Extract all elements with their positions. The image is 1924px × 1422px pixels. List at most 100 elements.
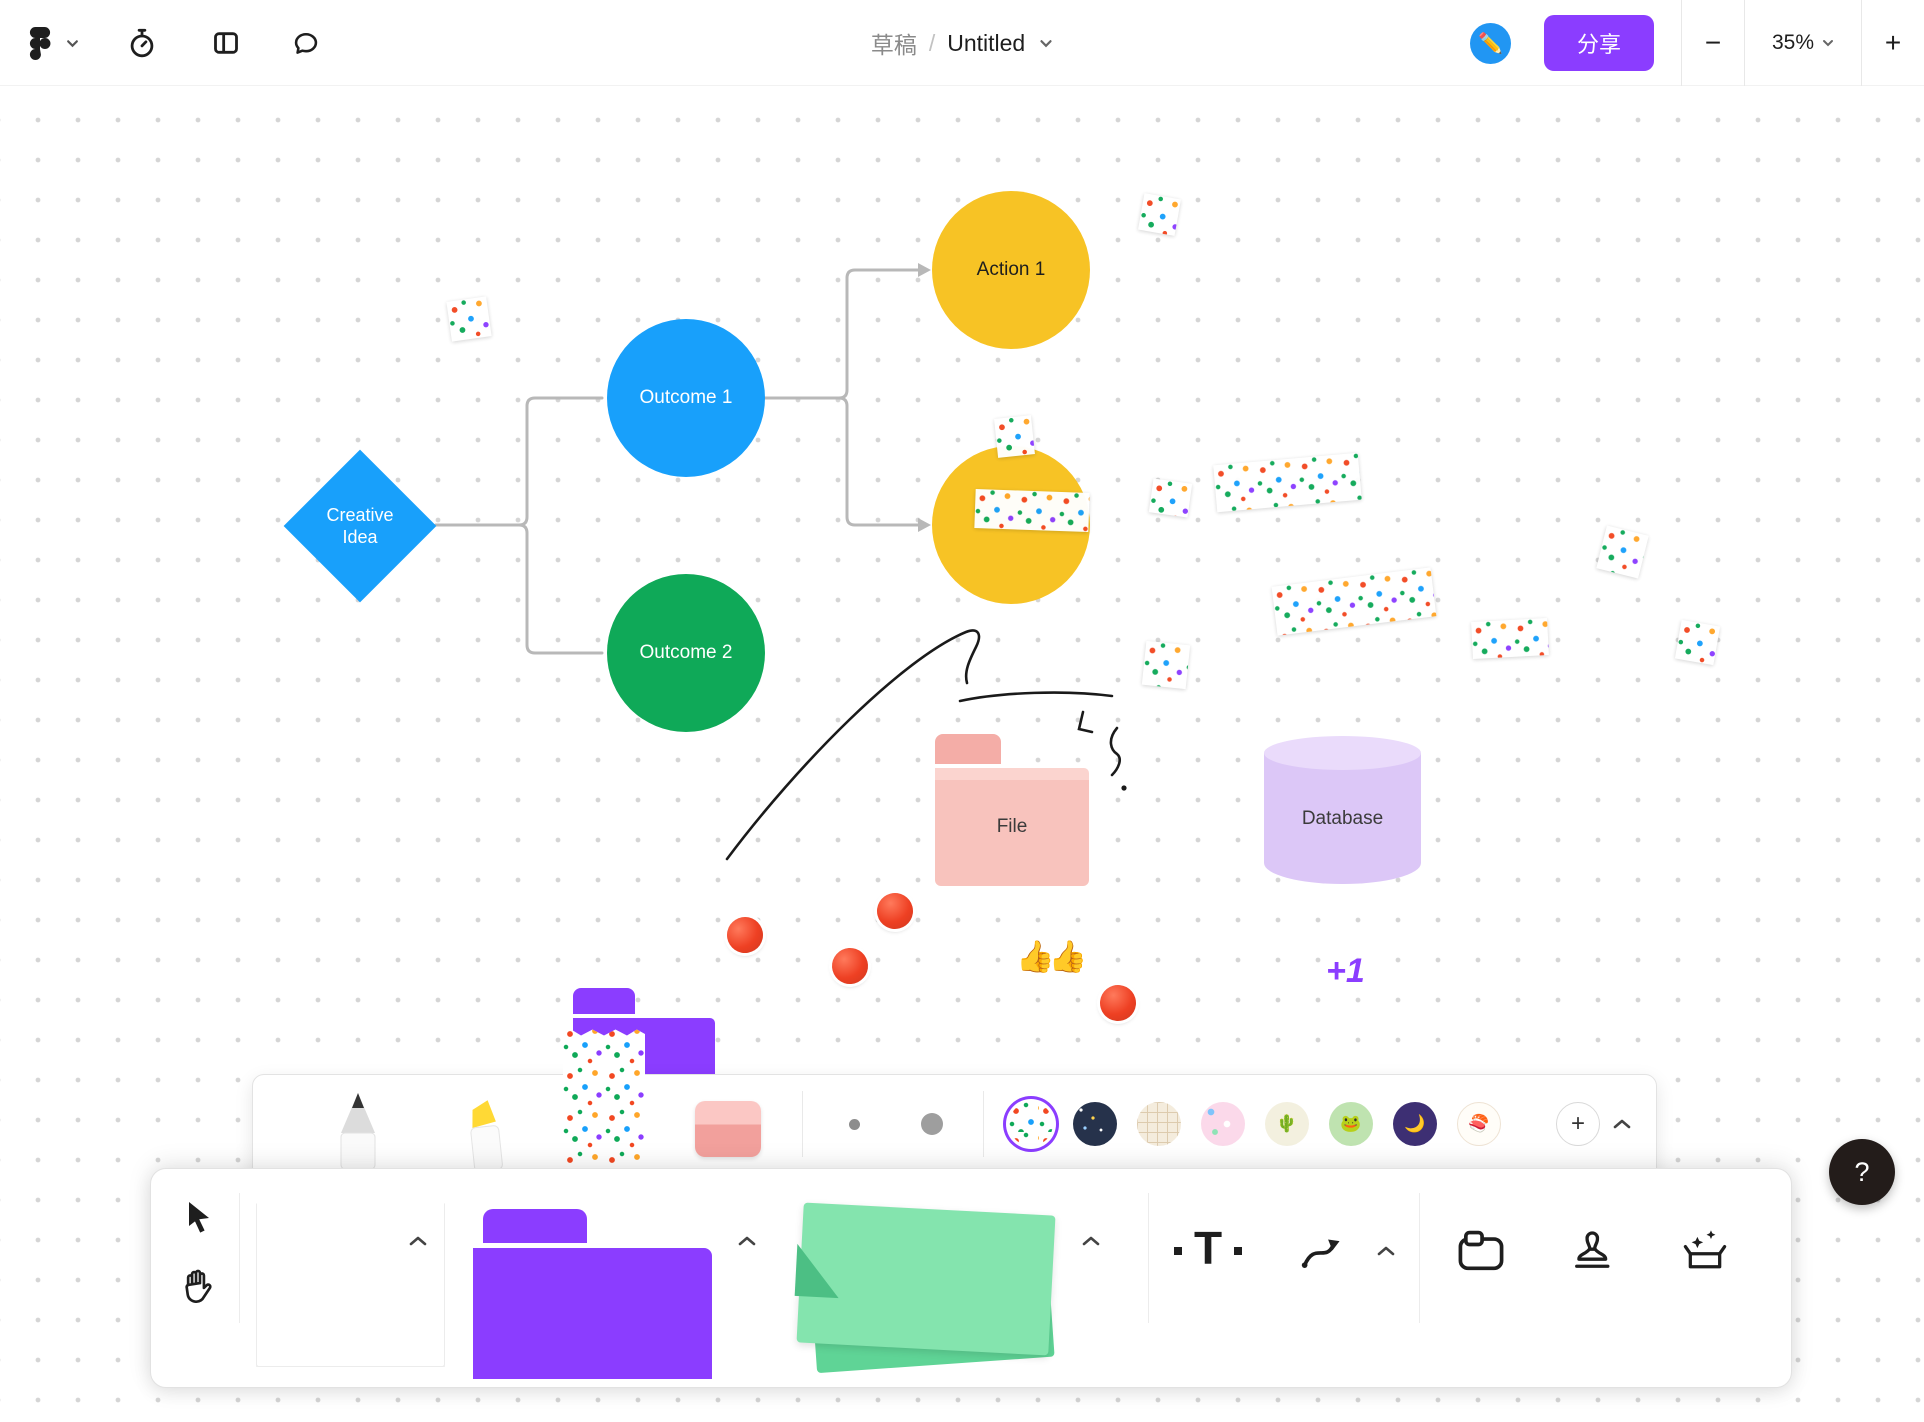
main-toolbar: T <box>150 1168 1792 1388</box>
shape-circle-outcome2[interactable]: Outcome 2 <box>607 574 765 732</box>
section-icon <box>1458 1230 1504 1271</box>
text-tool-glyph: T <box>1193 1222 1223 1274</box>
arrowhead <box>918 263 931 277</box>
pattern-swatch-frog[interactable]: 🐸 <box>1329 1102 1373 1146</box>
text-tool[interactable]: T <box>1174 1219 1242 1283</box>
magic-box-tool[interactable] <box>1673 1219 1737 1283</box>
washi-tape[interactable] <box>446 296 492 342</box>
top-toolbar: 草稿 / Untitled ✏️ 分享 − 35% + <box>0 0 1924 86</box>
text-handle-left <box>1174 1247 1182 1255</box>
arrowhead <box>918 518 931 532</box>
highlighter-tool[interactable] <box>451 1093 513 1178</box>
cylinder-side <box>1264 753 1421 884</box>
washi-tape[interactable] <box>1148 478 1193 518</box>
chevron-down-icon[interactable] <box>60 0 84 86</box>
connector-diamond-outcome1 <box>434 396 604 527</box>
stroke-size-small[interactable] <box>849 1119 860 1130</box>
frog-icon: 🐸 <box>1340 1114 1362 1133</box>
shape-diamond-creative-idea[interactable]: Creative Idea <box>283 449 437 603</box>
washi-tape-tool-selected[interactable] <box>563 1029 645 1175</box>
pattern-swatch-night-sky[interactable] <box>1073 1102 1117 1146</box>
stamp-tool[interactable] <box>1560 1219 1624 1283</box>
shape-database-cylinder[interactable]: Database <box>1264 736 1421 884</box>
pattern-swatch-confetti[interactable] <box>1009 1102 1053 1146</box>
hand-tool[interactable] <box>175 1265 221 1311</box>
toolbar-divider <box>239 1193 240 1323</box>
plus-one-sticker[interactable]: +1 <box>1326 952 1365 990</box>
stroke-size-large[interactable] <box>921 1113 943 1135</box>
zoom-controls: − 35% + <box>1681 0 1924 86</box>
breadcrumb: 草稿 / Untitled <box>0 0 1924 86</box>
shape-circle-outcome1[interactable]: Outcome 1 <box>607 319 765 477</box>
moon-icon: 🌙 <box>1404 1114 1426 1133</box>
pattern-swatch-grid-paper[interactable] <box>1137 1102 1181 1146</box>
chevron-down-icon[interactable] <box>1039 39 1053 48</box>
pattern-swatch-sushi[interactable]: 🍣 <box>1457 1102 1501 1146</box>
figma-logo-icon[interactable] <box>20 0 60 86</box>
washi-tape[interactable] <box>1141 640 1191 690</box>
add-pattern-button[interactable]: + <box>1556 1102 1600 1146</box>
breadcrumb-separator: / <box>928 29 936 56</box>
action1-label: Action 1 <box>976 259 1046 280</box>
help-button[interactable]: ? <box>1829 1139 1895 1205</box>
zoom-out-button[interactable]: − <box>1704 27 1722 58</box>
chevron-up-icon[interactable] <box>1611 1113 1633 1135</box>
shape-folder-file[interactable]: File <box>935 734 1089 886</box>
shape-circle-action1[interactable]: Action 1 <box>932 191 1090 349</box>
connector-outcome1-action2 <box>763 396 920 527</box>
shape-tool[interactable] <box>473 1209 712 1379</box>
share-button[interactable]: 分享 <box>1544 15 1654 71</box>
timer-icon[interactable] <box>118 0 166 86</box>
avatar[interactable]: ✏️ <box>1470 23 1511 64</box>
select-tool[interactable] <box>177 1195 221 1239</box>
toolbar-divider <box>1148 1193 1149 1323</box>
paper-tool[interactable] <box>794 1202 1066 1375</box>
connector-tool[interactable] <box>1289 1219 1353 1283</box>
zoom-level-dropdown[interactable]: 35% <box>1744 0 1862 86</box>
washi-tape[interactable] <box>1674 619 1721 666</box>
chevron-up-icon[interactable] <box>1373 1238 1399 1264</box>
folder-tab <box>935 734 1001 764</box>
chevron-up-icon[interactable] <box>404 1227 432 1255</box>
sushi-icon: 🍣 <box>1468 1114 1490 1133</box>
diamond-label: Creative Idea <box>326 504 394 548</box>
connector-outcome1-action1 <box>763 268 920 400</box>
toolbar-divider <box>802 1091 803 1157</box>
washi-tape[interactable] <box>1138 193 1181 236</box>
pattern-swatch-moon[interactable]: 🌙 <box>1393 1102 1437 1146</box>
file-title[interactable]: Untitled <box>947 29 1026 56</box>
zoom-in-button[interactable]: + <box>1884 27 1902 58</box>
toolbar-divider <box>1419 1193 1420 1323</box>
zoom-value: 35% <box>1771 31 1815 54</box>
eraser-tool[interactable] <box>695 1101 761 1157</box>
paper-fold <box>794 1243 842 1299</box>
hand-icon <box>185 1269 212 1303</box>
sticky-note-tool[interactable] <box>256 1198 445 1367</box>
thumbs-up-sticker[interactable]: 👍👍 <box>1016 939 1087 974</box>
chevron-up-icon[interactable] <box>733 1227 761 1255</box>
toolbar-divider <box>983 1091 984 1157</box>
pattern-swatch-cactus[interactable]: 🌵 <box>1265 1102 1309 1146</box>
pattern-swatch-floral[interactable] <box>1201 1102 1245 1146</box>
chat-icon[interactable] <box>282 0 330 86</box>
folder-tab <box>483 1209 587 1243</box>
chevron-up-icon[interactable] <box>1077 1227 1105 1255</box>
cylinder-top <box>1264 736 1421 770</box>
connector-lines <box>434 263 931 655</box>
outcome1-label: Outcome 1 <box>639 387 733 408</box>
breadcrumb-folder[interactable]: 草稿 <box>870 32 917 58</box>
pen-tool[interactable] <box>323 1089 393 1176</box>
washi-tape[interactable] <box>974 489 1090 532</box>
section-tool[interactable] <box>1449 1219 1513 1283</box>
cactus-icon: 🌵 <box>1276 1114 1298 1133</box>
washi-tape[interactable] <box>994 415 1035 458</box>
database-label: Database <box>1301 808 1384 829</box>
outcome2-label: Outcome 2 <box>639 642 733 663</box>
washi-tape[interactable] <box>1471 618 1549 659</box>
file-label: File <box>996 816 1028 837</box>
templates-icon[interactable] <box>202 0 250 86</box>
magic-box-icon <box>1683 1230 1727 1269</box>
chevron-down-icon <box>1823 40 1834 47</box>
folder-body <box>473 1248 712 1379</box>
